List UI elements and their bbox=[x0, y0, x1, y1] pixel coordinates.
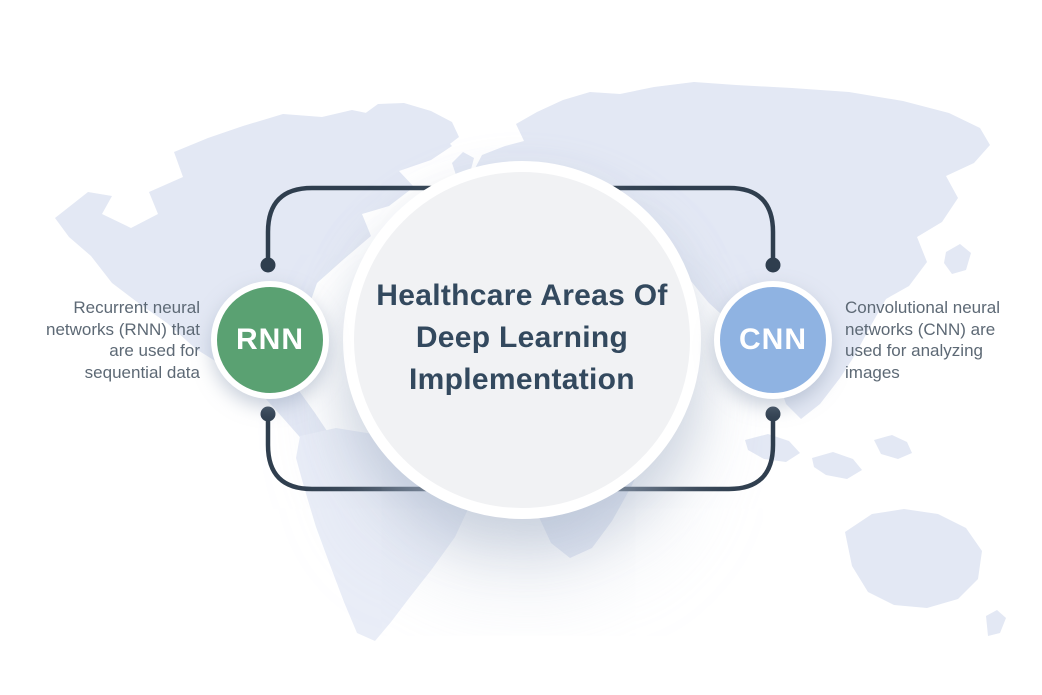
diagram-title-line: Deep Learning bbox=[415, 321, 629, 354]
cnn-node-circle: CNN bbox=[714, 281, 832, 399]
rnn-description: Recurrent neural networks (RNN) that are… bbox=[26, 297, 200, 383]
description-line: Recurrent neural bbox=[73, 298, 200, 317]
map-greenland bbox=[356, 103, 459, 163]
map-island bbox=[874, 435, 912, 459]
map-australia bbox=[845, 509, 982, 608]
connector-dot bbox=[260, 406, 276, 422]
rnn-node-label: RNN bbox=[236, 323, 304, 356]
diagram-title-line: Healthcare Areas Of bbox=[376, 279, 668, 312]
connector-dot bbox=[765, 406, 781, 422]
central-circle: Healthcare Areas Of Deep Learning Implem… bbox=[343, 161, 701, 519]
map-eurasia bbox=[470, 82, 990, 419]
diagram-title: Healthcare Areas Of Deep Learning Implem… bbox=[376, 275, 667, 401]
diagram-title-line: Implementation bbox=[409, 363, 635, 396]
connector-dot bbox=[765, 257, 781, 273]
description-line: networks (CNN) are bbox=[845, 319, 996, 339]
rnn-node-circle: RNN bbox=[211, 281, 329, 399]
description-line: sequential data bbox=[84, 362, 200, 382]
description-line: Convolutional neural bbox=[845, 298, 1000, 317]
map-japan bbox=[944, 244, 971, 274]
map-island bbox=[812, 452, 862, 479]
description-line: are used for bbox=[109, 341, 200, 360]
cnn-description: Convolutional neural networks (CNN) are … bbox=[845, 297, 1027, 383]
map-north-america bbox=[55, 110, 452, 444]
description-line: images bbox=[845, 362, 900, 382]
connector-dot bbox=[260, 257, 276, 273]
description-line: used for analyzing bbox=[845, 341, 983, 360]
description-line: networks (RNN) that bbox=[46, 319, 200, 339]
cnn-node-label: CNN bbox=[739, 323, 807, 356]
map-new-zealand bbox=[986, 610, 1006, 636]
